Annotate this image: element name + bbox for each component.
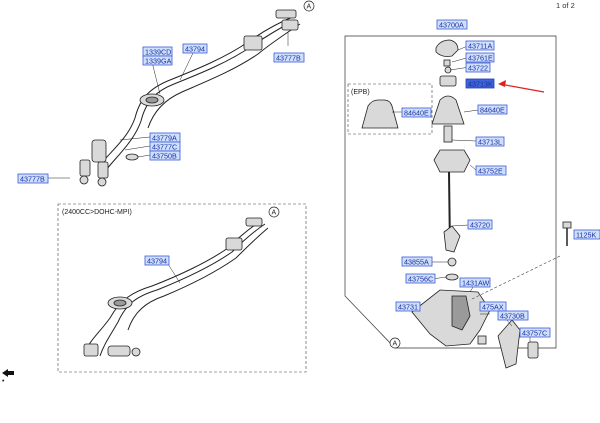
epb-boot: [361, 99, 399, 129]
label-43730b[interactable]: 43730B: [497, 310, 529, 321]
svg-text:475AX: 475AX: [482, 303, 504, 312]
epb-frame: [347, 83, 433, 135]
callout-a-icon[interactable]: A: [303, 0, 315, 12]
top-cable-assembly: [48, 9, 301, 187]
label-43722[interactable]: 43722: [465, 62, 491, 73]
label-43731[interactable]: 43731: [395, 301, 421, 312]
label-84640e-right[interactable]: 84640E: [477, 104, 508, 115]
svg-text:A: A: [393, 341, 398, 348]
left-edge-marker: •: [2, 378, 5, 385]
label-43750b[interactable]: 43750B: [149, 150, 181, 161]
svg-text:84640E: 84640E: [480, 106, 505, 115]
svg-text:43700A: 43700A: [439, 21, 464, 30]
page-indicator: 1 of 2: [556, 1, 575, 10]
svg-text:43750B: 43750B: [152, 152, 177, 161]
shifter-assembly: [405, 39, 572, 369]
shifter-frame: [344, 35, 557, 349]
label-1431aw[interactable]: 1431AW: [459, 277, 491, 288]
svg-text:43731: 43731: [398, 303, 418, 312]
label-1339cd[interactable]: 1339CD: [142, 46, 173, 57]
variant-section-title: (2400CC>DOHC-MPI): [62, 209, 132, 216]
svg-text:43779A: 43779A: [152, 134, 177, 143]
label-43777c[interactable]: 43777C: [149, 141, 181, 152]
label-43794-top[interactable]: 43794: [182, 43, 208, 54]
svg-text:43720: 43720: [470, 221, 490, 230]
highlight-arrow-icon: [498, 80, 545, 93]
label-475ax[interactable]: 475AX: [479, 301, 507, 312]
svg-text:1125K: 1125K: [576, 231, 596, 240]
svg-text:43794: 43794: [147, 257, 167, 266]
svg-text:43777B: 43777B: [276, 54, 301, 63]
svg-text:43711A: 43711A: [468, 42, 492, 51]
callout-a-icon[interactable]: A: [268, 206, 280, 218]
svg-text:43757C: 43757C: [522, 329, 547, 338]
svg-text:43777C: 43777C: [152, 143, 177, 152]
svg-text:84640E: 84640E: [404, 109, 429, 118]
label-43777b-left[interactable]: 43777B: [17, 173, 49, 184]
svg-text:43713K: 43713K: [468, 80, 493, 89]
svg-text:1431AW: 1431AW: [462, 279, 490, 288]
svg-text:43756C: 43756C: [408, 275, 433, 284]
label-43855a[interactable]: 43855A: [401, 256, 433, 267]
svg-text:1339GA: 1339GA: [145, 57, 172, 66]
svg-text:43730B: 43730B: [500, 312, 525, 321]
epb-title: (EPB): [351, 89, 370, 96]
svg-text:1339CD: 1339CD: [145, 48, 171, 57]
svg-text:43777B: 43777B: [20, 175, 45, 184]
svg-text:A: A: [272, 210, 277, 217]
arrow-left-icon[interactable]: [2, 369, 14, 377]
svg-text:43761E: 43761E: [468, 54, 493, 63]
label-43756c[interactable]: 43756C: [405, 273, 436, 284]
svg-text:43722: 43722: [468, 64, 488, 73]
label-43713l[interactable]: 43713L: [475, 136, 505, 147]
label-1125k[interactable]: 1125K: [573, 229, 600, 240]
label-43761e[interactable]: 43761E: [465, 52, 495, 63]
svg-text:A: A: [307, 4, 312, 11]
label-43757c[interactable]: 43757C: [519, 327, 551, 338]
svg-text:43855A: 43855A: [404, 258, 429, 267]
label-43711a[interactable]: 43711A: [465, 40, 495, 51]
label-43720[interactable]: 43720: [467, 219, 493, 230]
svg-text:43752E: 43752E: [478, 167, 503, 176]
svg-text:43794: 43794: [185, 45, 205, 54]
label-43777b-right[interactable]: 43777B: [273, 52, 305, 63]
label-43752e[interactable]: 43752E: [475, 165, 507, 176]
label-43700a[interactable]: 43700A: [436, 19, 468, 30]
label-43713k-highlighted[interactable]: 43713K: [465, 78, 495, 89]
label-43794-variant[interactable]: 43794: [144, 255, 170, 266]
label-43779a[interactable]: 43779A: [149, 132, 181, 143]
label-1339ga[interactable]: 1339GA: [142, 55, 173, 66]
label-84640e-left[interactable]: 84640E: [401, 107, 432, 118]
callout-a-icon[interactable]: A: [389, 337, 401, 349]
svg-text:43713L: 43713L: [478, 138, 502, 147]
variant-cable-assembly: [83, 217, 269, 357]
variant-section-frame: [57, 203, 307, 373]
